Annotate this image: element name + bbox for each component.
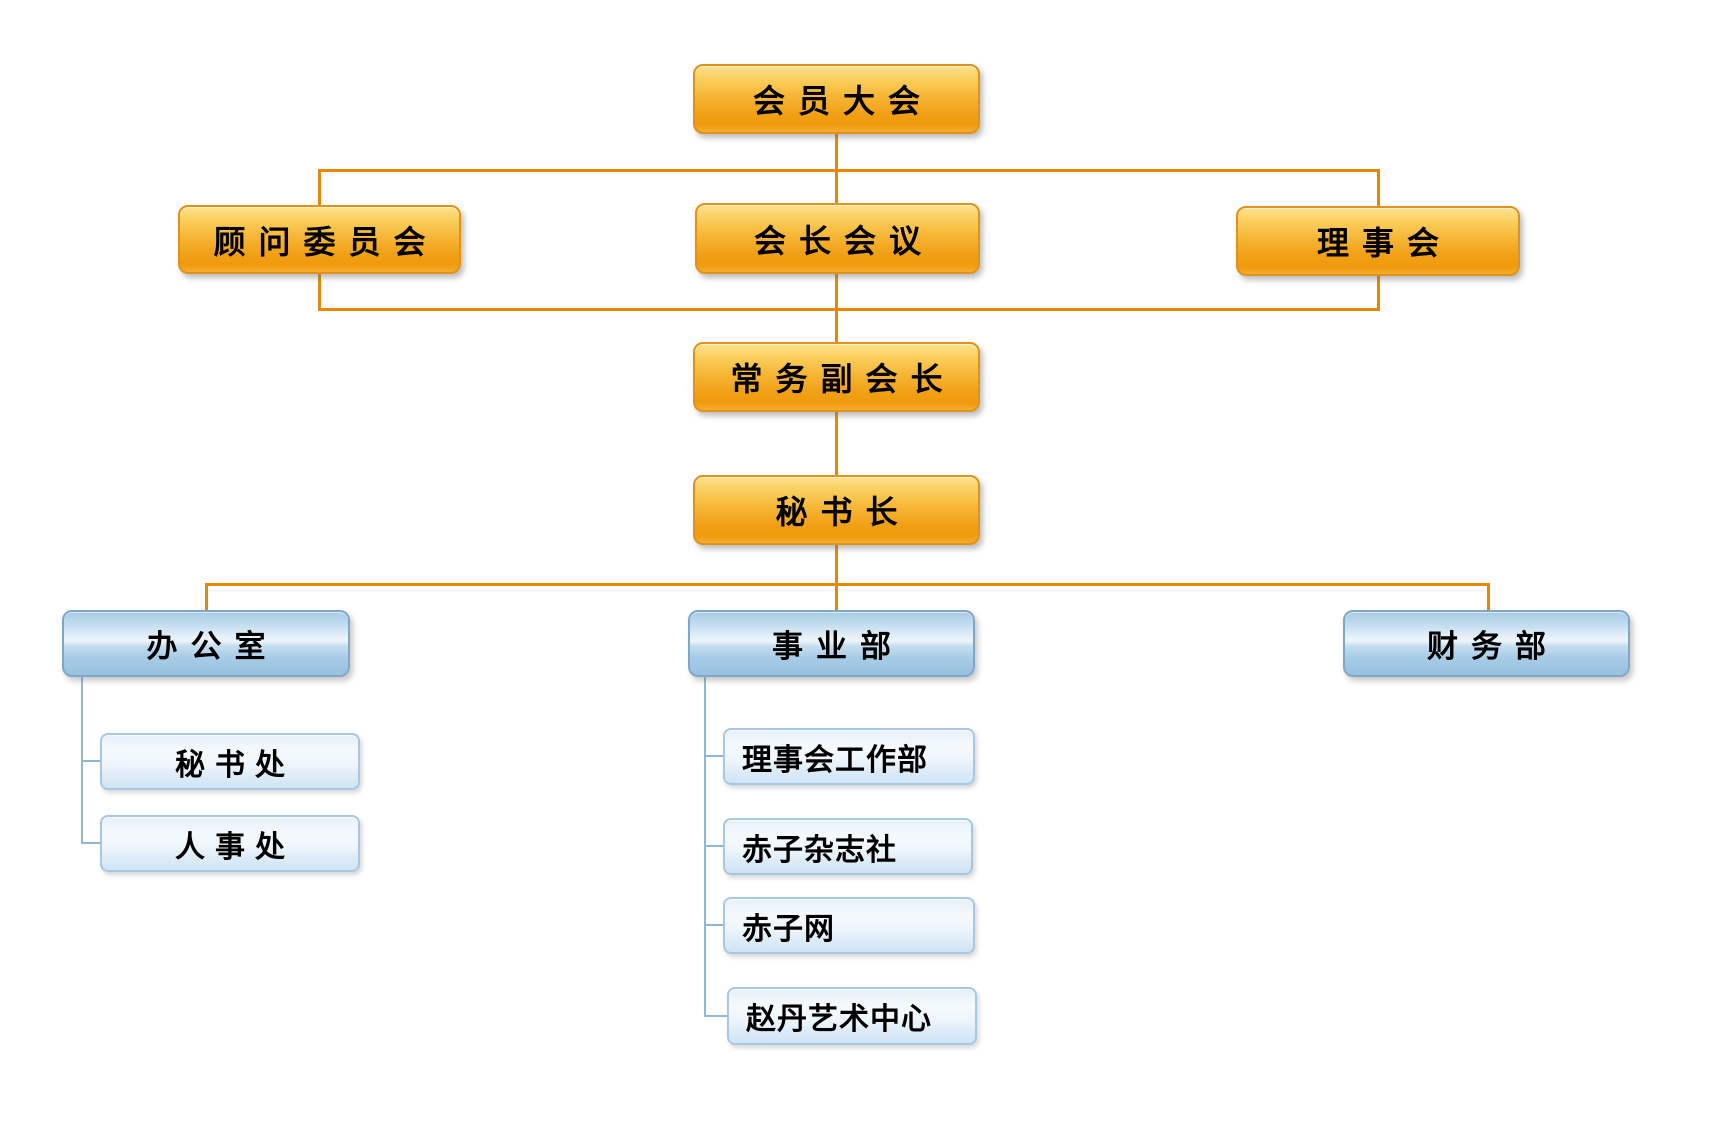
node-label: 秘书处: [175, 747, 295, 783]
node-label: 财务部: [1427, 629, 1559, 665]
connector-to-council-work-department: [704, 755, 723, 757]
connector-to-personnel-office: [81, 842, 100, 844]
connector-to-chizi-magazine: [704, 845, 723, 847]
node-chizi-net: 赤子网: [723, 897, 975, 954]
connector-secretary-general-down: [835, 545, 838, 585]
node-finance-department: 财务部: [1343, 610, 1630, 677]
node-label: 顾问委员会: [213, 222, 439, 261]
node-label: 理事会: [1316, 224, 1452, 262]
node-zhaodan-art-center: 赵丹艺术中心: [727, 987, 977, 1045]
node-office: 办公室: [62, 610, 350, 677]
node-label: 秘书长: [775, 493, 911, 531]
node-label: 赤子杂志社: [742, 832, 897, 868]
connector-to-advisory-committee: [318, 169, 321, 206]
connector-level3-horizontal: [318, 308, 1380, 311]
connector-to-office: [205, 583, 208, 611]
node-council-work-department: 理事会工作部: [723, 728, 975, 785]
node-label: 赵丹艺术中心: [746, 1002, 932, 1037]
connector-to-chizi-net: [704, 924, 723, 926]
connector-to-presidents-meeting: [835, 169, 838, 204]
connector-level5-horizontal: [205, 583, 1490, 586]
connector-to-secretariat: [81, 760, 100, 762]
node-label: 常务副会长: [730, 360, 956, 398]
node-label: 赤子网: [742, 911, 835, 947]
connector-to-finance-department: [1487, 583, 1490, 611]
connector-advisory-committee-down: [318, 273, 321, 311]
node-label: 办公室: [146, 629, 279, 665]
node-secretariat: 秘书处: [100, 733, 360, 790]
node-secretary-general: 秘书长: [693, 475, 980, 545]
connector-business-vertical: [704, 677, 706, 1017]
node-chizi-magazine: 赤子杂志社: [723, 818, 973, 875]
node-label: 会员大会: [752, 82, 933, 120]
node-business-division: 事业部: [688, 610, 975, 677]
connector-to-business-division: [835, 583, 838, 611]
node-council: 理事会: [1236, 206, 1520, 276]
node-personnel-office: 人事处: [100, 815, 360, 872]
node-label: 理事会工作部: [742, 742, 928, 778]
connector-council-down: [1377, 276, 1380, 311]
node-label: 事业部: [772, 629, 904, 665]
node-label: 会长会议: [753, 221, 934, 260]
node-advisory-committee: 顾问委员会: [178, 205, 461, 274]
node-presidents-meeting: 会长会议: [695, 203, 980, 274]
node-member-assembly: 会员大会: [693, 64, 980, 134]
connector-to-zhaodan-art-center: [704, 1015, 727, 1017]
connector-level2-horizontal: [318, 169, 1380, 172]
connector-evp-to-secretary-general: [835, 412, 838, 476]
node-executive-vice-president: 常务副会长: [693, 342, 980, 412]
connector-to-council: [1377, 169, 1380, 207]
connector-root-down: [835, 134, 838, 170]
node-label: 人事处: [175, 829, 295, 865]
